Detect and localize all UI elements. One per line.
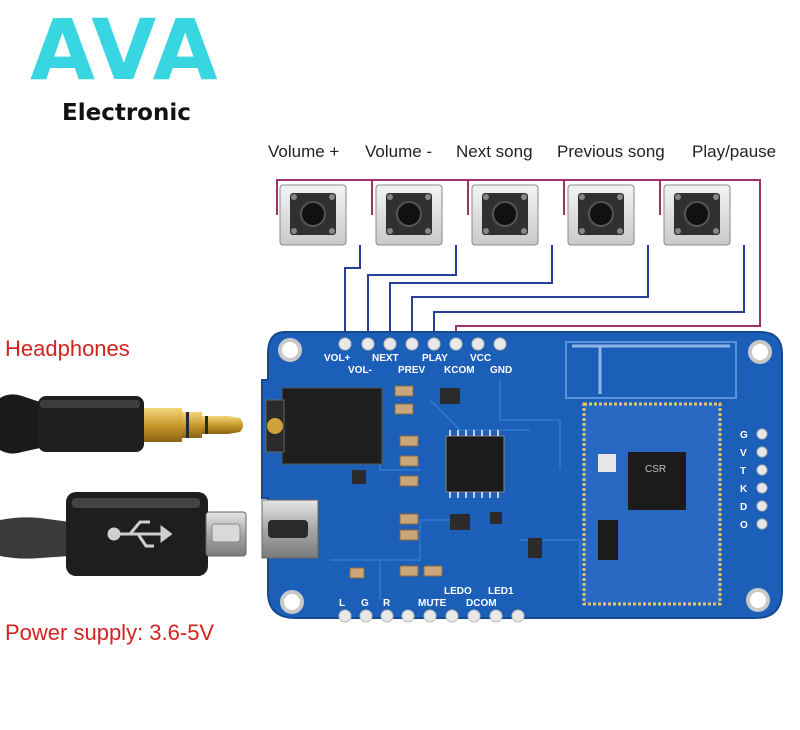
bluetooth-chip (628, 452, 686, 510)
pin-label-led1: LED1 (488, 586, 514, 597)
module-chip-label: CSR (645, 464, 666, 475)
brand-name: AVA (30, 1, 220, 99)
pin-label-r: R (383, 598, 391, 609)
audio-jack-socket (281, 387, 383, 465)
pin-label-kcom: KCOM (444, 365, 475, 376)
push-button-volume-down (375, 184, 443, 246)
bluetooth-audio-board: CSR (261, 331, 783, 623)
button-label-previous-song: Previous song (557, 142, 665, 161)
wire-vol-down (367, 245, 457, 340)
button-label-volume-up: Volume + (268, 142, 340, 161)
pin-label-vol-down: VOL- (348, 365, 372, 376)
wire-vol-up (344, 245, 361, 340)
pin-label-vcc: VCC (470, 353, 491, 364)
edge-label-k: K (740, 484, 748, 495)
pin-label-l: L (339, 598, 345, 609)
wire-next (389, 245, 553, 340)
pin-label-mute: MUTE (418, 598, 447, 609)
edge-label-v: V (740, 448, 747, 459)
brand-logo: AVA Electronic (30, 0, 230, 140)
pin-label-dcom: DCOM (466, 598, 497, 609)
right-header-pins (756, 428, 768, 530)
headphone-plug (0, 394, 243, 454)
common-wire (276, 179, 761, 340)
pin-label-ledo: LEDO (444, 586, 472, 597)
pin-label-prev: PREV (398, 365, 426, 376)
pin-label-g: G (361, 598, 369, 609)
brand-subtitle: Electronic (62, 100, 191, 126)
push-button-next-song (471, 184, 539, 246)
edge-label-o: O (740, 520, 748, 531)
push-button-previous-song (567, 184, 635, 246)
pin-label-next: NEXT (372, 353, 399, 364)
top-header-pins (338, 337, 507, 351)
pin-label-play: PLAY (422, 353, 448, 364)
push-button-volume-up (279, 184, 347, 246)
micro-usb-cable (0, 492, 247, 576)
button-loop-wires (276, 179, 761, 340)
push-button-play-pause (663, 184, 731, 246)
pin-label-gnd: GND (490, 365, 512, 376)
edge-label-t: T (740, 466, 746, 477)
button-label-next-song: Next song (456, 142, 533, 161)
edge-label-d: D (740, 502, 747, 513)
headphones-label: Headphones (5, 336, 130, 361)
signal-wires (344, 245, 745, 340)
edge-label-g: G (740, 430, 748, 441)
usb-icon (107, 520, 173, 548)
button-label-play-pause: Play/pause (692, 142, 777, 161)
pin-label-vol-up: VOL+ (324, 353, 351, 364)
power-supply-label: Power supply: 3.6-5V (5, 620, 215, 645)
button-label-volume-down: Volume - (365, 142, 433, 161)
wire-play (433, 245, 745, 340)
decoder-ic (445, 435, 505, 493)
bottom-header-pins (338, 609, 525, 623)
wire-prev (411, 245, 649, 340)
